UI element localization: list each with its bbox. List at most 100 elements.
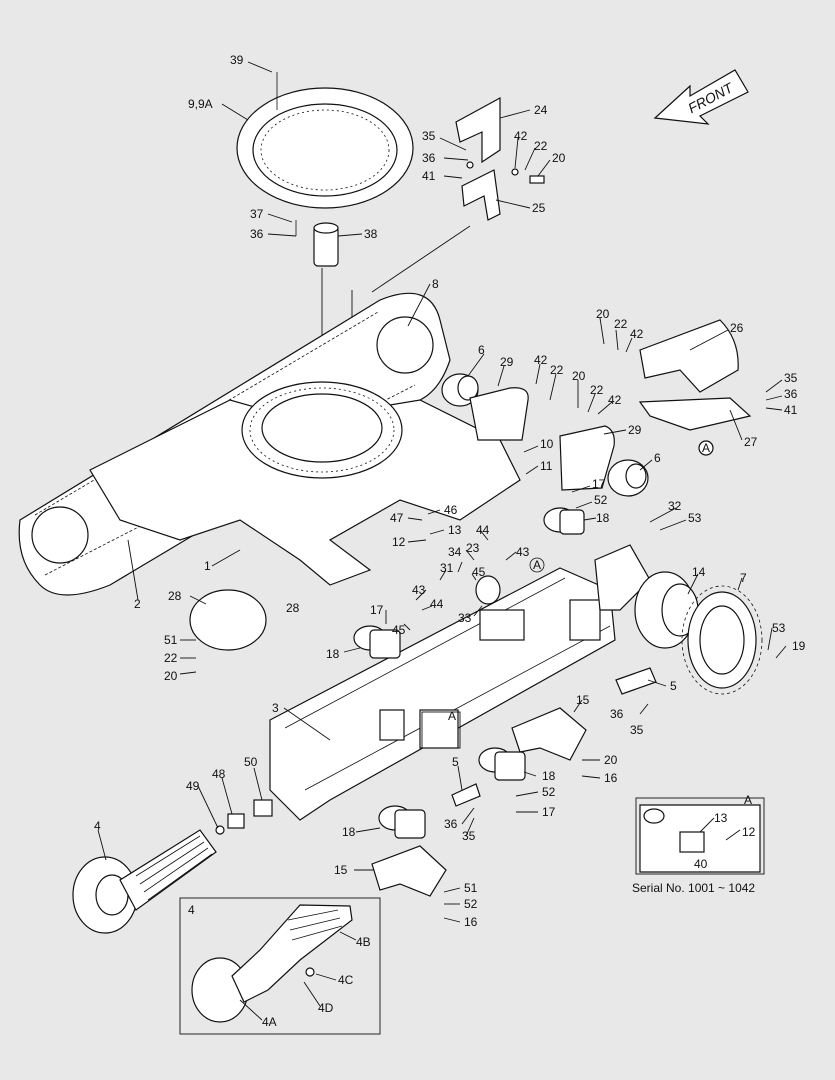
label-42: 42 [630, 327, 644, 341]
travel-motor-upper [441, 373, 479, 407]
label-2: 2 [134, 597, 141, 611]
label-51: 51 [164, 633, 178, 647]
cover-bracket-24-25 [455, 96, 545, 221]
label-18: 18 [596, 511, 610, 525]
label-28: 28 [168, 589, 182, 603]
label-23: 23 [466, 541, 480, 555]
label-a-circle-center: A [533, 558, 541, 572]
label-28: 28 [286, 601, 300, 615]
label-14: 14 [692, 565, 706, 579]
label-29: 29 [500, 355, 514, 369]
label-42: 42 [534, 353, 548, 367]
cover-26-27 [638, 319, 752, 456]
lower-frame [89, 381, 521, 586]
circle-a-center [529, 557, 545, 573]
label-38: 38 [364, 227, 378, 241]
label-40: 40 [694, 857, 708, 871]
label-33: 33 [458, 611, 472, 625]
label-39: 39 [230, 53, 244, 67]
label-22: 22 [550, 363, 564, 377]
label-35: 35 [462, 829, 476, 843]
label-a-detail: A [744, 793, 752, 807]
guard-5-right [615, 667, 657, 695]
label-35: 35 [784, 371, 798, 385]
label-50: 50 [244, 755, 258, 769]
detail-a-box [635, 797, 765, 875]
label-3: 3 [272, 701, 279, 715]
label-51: 51 [464, 881, 478, 895]
label-27: 27 [744, 435, 758, 449]
label-13: 13 [448, 523, 462, 537]
label-5: 5 [452, 755, 459, 769]
label-18: 18 [326, 647, 340, 661]
label-52: 52 [594, 493, 608, 507]
label-43: 43 [412, 583, 426, 597]
label-6: 6 [654, 451, 661, 465]
label-52: 52 [464, 897, 478, 911]
label-45: 45 [472, 565, 486, 579]
label-4c: 4C [338, 973, 354, 987]
label-6: 6 [478, 343, 485, 357]
label-22: 22 [614, 317, 628, 331]
label-31: 31 [440, 561, 454, 575]
label-37: 37 [250, 207, 264, 221]
label-18: 18 [342, 825, 356, 839]
travel-motor-lower [607, 459, 649, 497]
label-10: 10 [540, 437, 554, 451]
inset-box-idler [179, 897, 381, 1035]
label-22: 22 [590, 383, 604, 397]
label-35: 35 [630, 723, 644, 737]
label-41: 41 [422, 169, 436, 183]
label-36: 36 [250, 227, 264, 241]
roller-left [353, 625, 401, 659]
label-4: 4 [94, 819, 101, 833]
circle-a-right [698, 440, 714, 456]
label-36: 36 [784, 387, 798, 401]
label-12: 12 [742, 825, 756, 839]
label-49: 49 [186, 779, 200, 793]
bracket-15-right [511, 707, 587, 761]
label-18: 18 [542, 769, 556, 783]
front-arrow: FRONT [653, 69, 749, 125]
detail-a-content [639, 804, 761, 873]
cover-29-upper [469, 387, 529, 441]
leader-lines [97, 61, 787, 1021]
label-25: 25 [532, 201, 546, 215]
label-15: 15 [334, 863, 348, 877]
serial-note: Serial No. 1001 ~ 1042 [632, 881, 755, 895]
label-46: 46 [444, 503, 458, 517]
roller-right [478, 747, 526, 781]
label-16: 16 [464, 915, 478, 929]
label-8: 8 [432, 277, 439, 291]
label-34: 34 [448, 545, 462, 559]
inset-idler [191, 904, 353, 1023]
guard-5-lower [451, 783, 481, 807]
label-41: 41 [784, 403, 798, 417]
label-9-9a: 9,9A [188, 97, 213, 111]
label-5: 5 [670, 679, 677, 693]
label-11: 11 [540, 459, 553, 473]
label-53: 53 [688, 511, 702, 525]
label-15: 15 [576, 693, 590, 707]
label-48: 48 [212, 767, 226, 781]
label-52: 52 [542, 785, 556, 799]
sprocket [681, 585, 763, 695]
label-16: 16 [604, 771, 618, 785]
detail-a-ref-box [421, 711, 461, 749]
label-29: 29 [628, 423, 642, 437]
label-22: 22 [164, 651, 178, 665]
label-20: 20 [164, 669, 178, 683]
idler-assembly [72, 799, 273, 934]
label-32: 32 [668, 499, 682, 513]
label-36: 36 [444, 817, 458, 831]
label-17: 17 [542, 805, 556, 819]
label-24: 24 [534, 103, 548, 117]
label-4a: 4A [262, 1015, 277, 1029]
label-53: 53 [772, 621, 786, 635]
swivel-joint [295, 220, 339, 267]
roller-lower [378, 805, 426, 839]
part-labels: 39 9,9A 24 35 42 22 20 36 41 25 37 36 38… [94, 53, 806, 1029]
side-frame [269, 567, 616, 821]
label-13: 13 [714, 811, 728, 825]
label-47: 47 [390, 511, 404, 525]
